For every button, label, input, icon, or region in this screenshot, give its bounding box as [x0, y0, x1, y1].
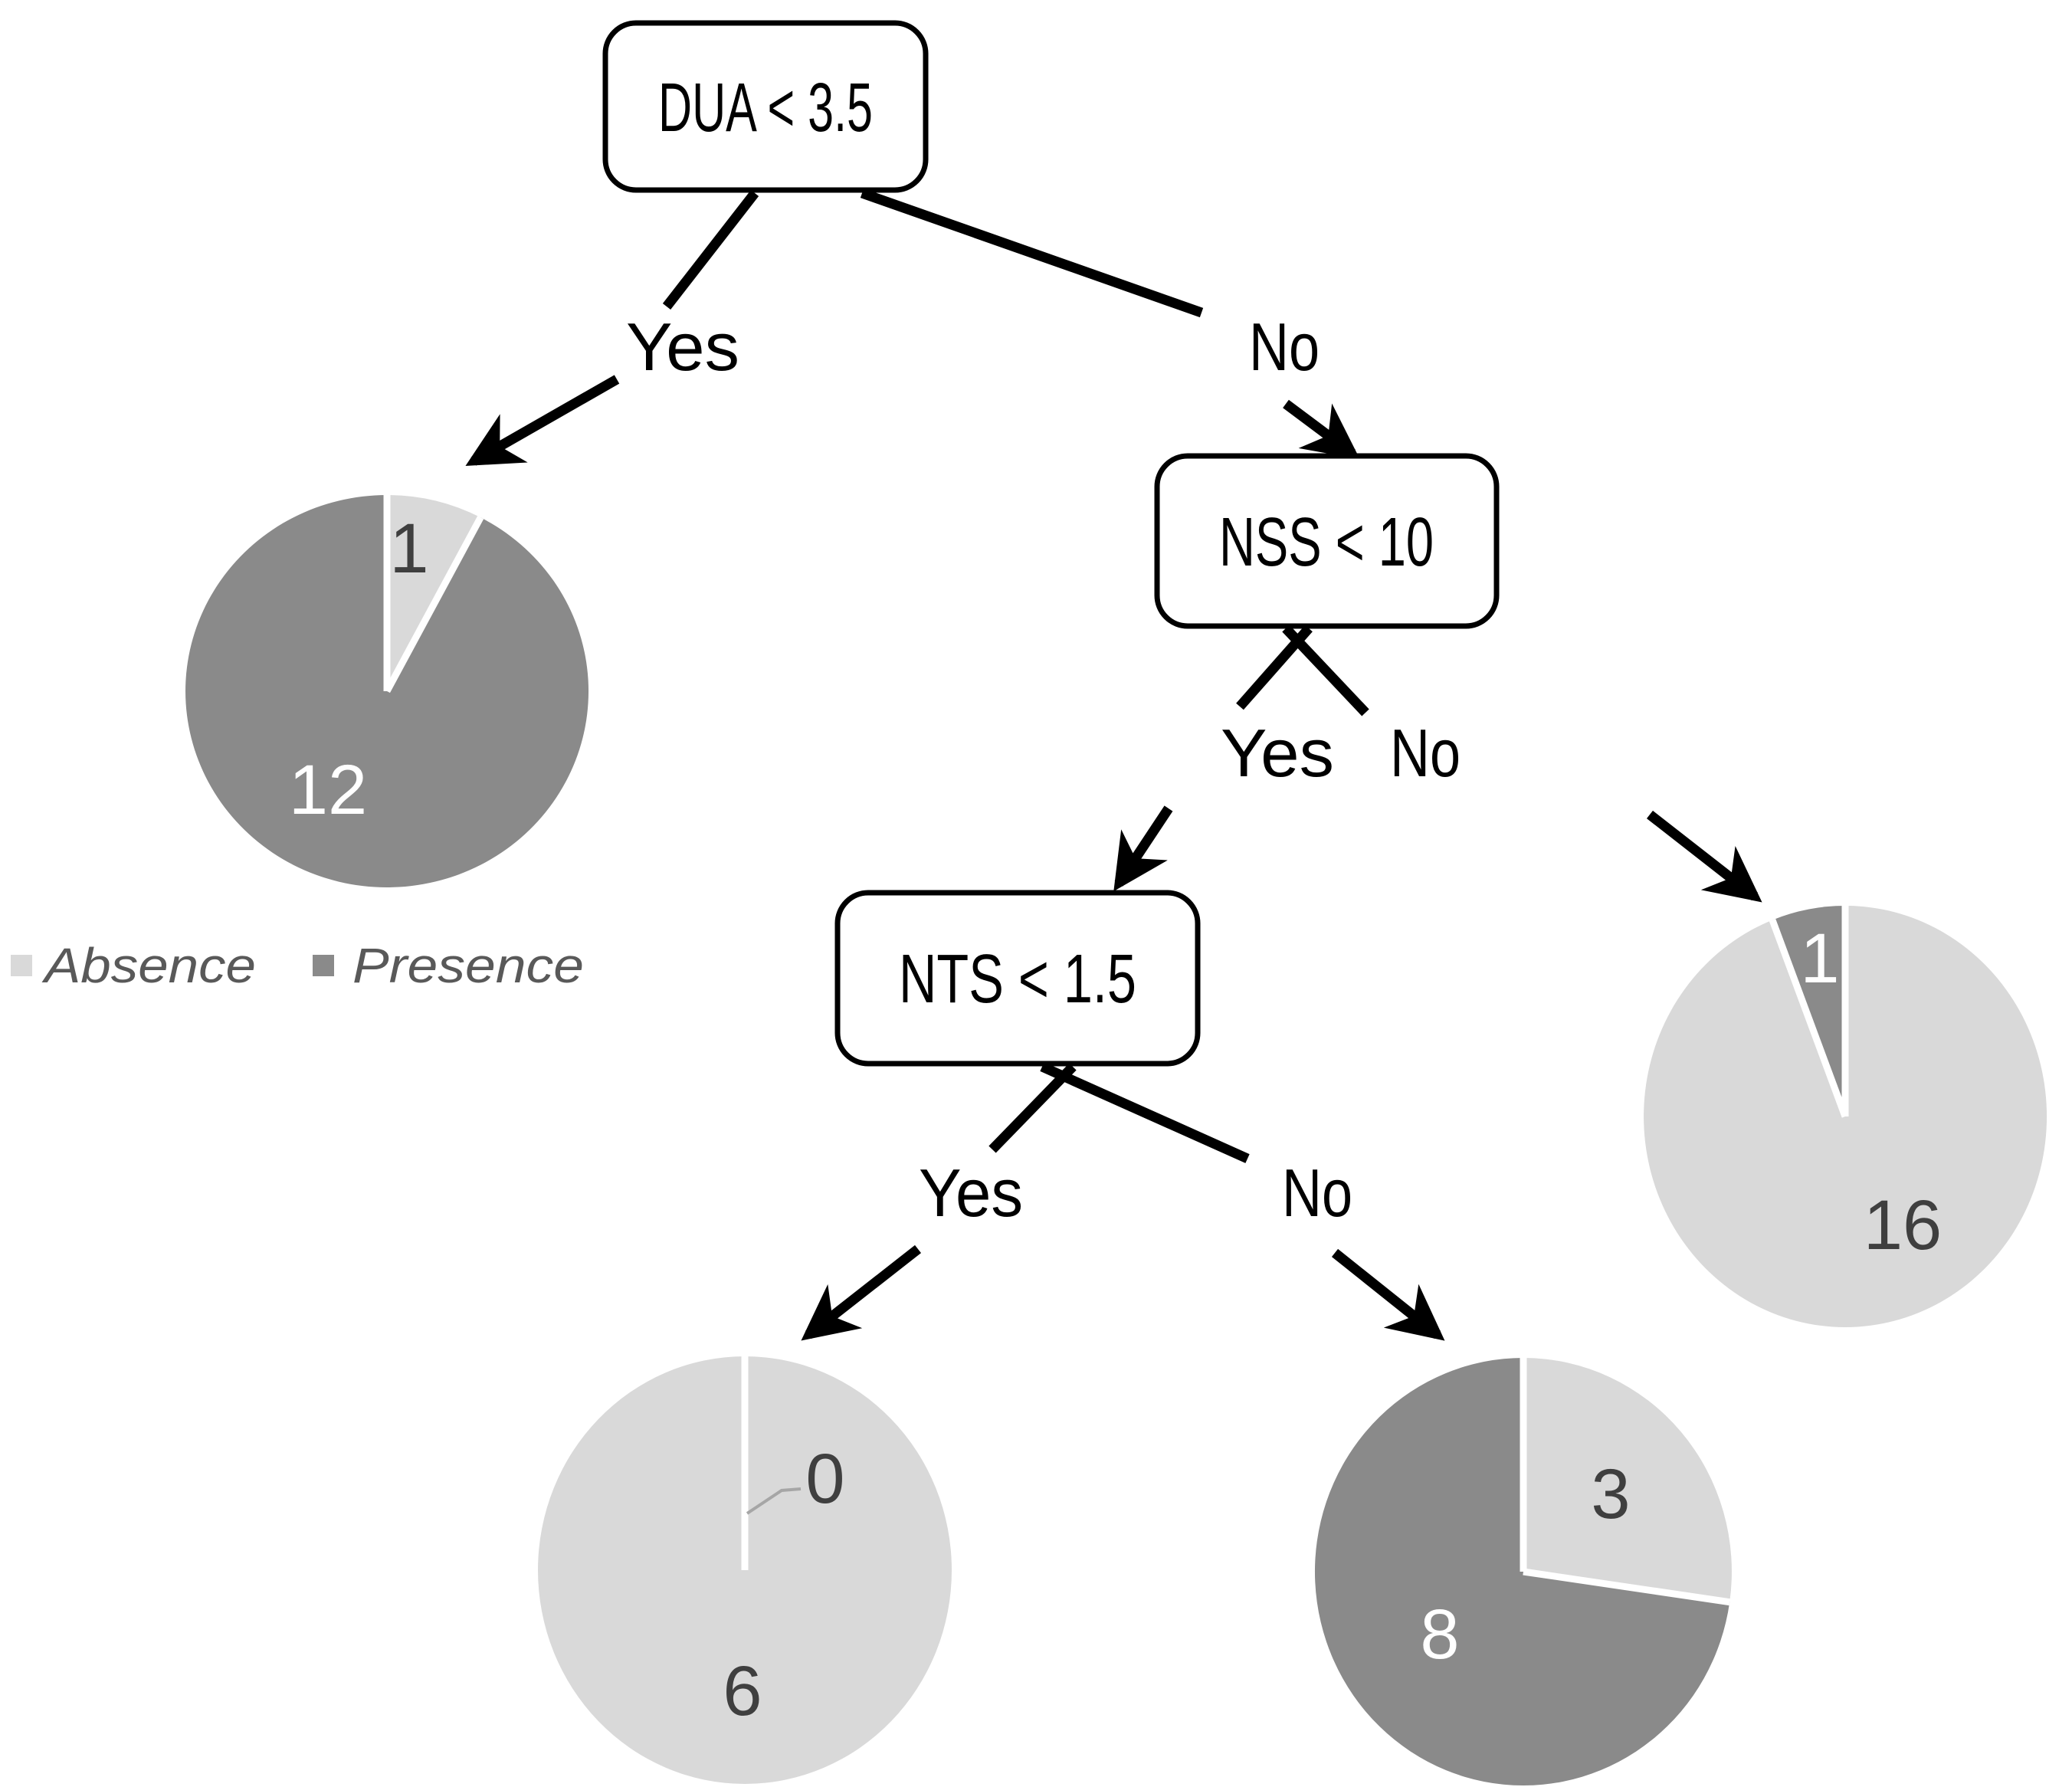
- node-nts: NTS < 1.5: [834, 890, 1201, 1067]
- pie-nts-no: [1314, 1358, 1732, 1785]
- pie-nss-no-presence-value: 1: [1800, 920, 1839, 998]
- pie-nss-no-absence-value: 16: [1864, 1186, 1942, 1264]
- pie-slice-divider: [1769, 919, 1849, 1118]
- legend-presence-label: Presence: [352, 938, 584, 993]
- branch-arrow-nts-yes: [801, 1244, 922, 1341]
- pie-value-labels: 1 12 1 16 0 6 3 8: [289, 510, 1942, 1730]
- pie-nss-no: [1644, 906, 2047, 1327]
- node-dua-box: [602, 20, 929, 193]
- legend: Absence Presence: [11, 938, 584, 993]
- branch-line-dua-yes-upper: [662, 190, 759, 310]
- node-nss-label: NSS < 10: [1219, 504, 1434, 581]
- pie-slice-absence: [1523, 1358, 1732, 1602]
- branch-line-nss-no-upper: [1282, 625, 1369, 716]
- node-dua: DUA < 3.5: [602, 20, 929, 193]
- branch-arrow-nss-no: [1646, 810, 1762, 903]
- node-nss-box: [1154, 453, 1500, 629]
- node-nss: NSS < 10: [1154, 453, 1500, 629]
- zero-slice-leader-line: [746, 1487, 802, 1515]
- branch-label-nss-no: No: [1390, 715, 1461, 791]
- node-dua-label: DUA < 3.5: [658, 70, 873, 146]
- branch-label-nts-no: No: [1282, 1155, 1352, 1231]
- branch-label-dua-yes: Yes: [626, 309, 739, 385]
- branch-arrow-nss-yes: [1113, 805, 1173, 892]
- branch-label-dua-no: No: [1249, 309, 1320, 385]
- branch-label-nss-yes: Yes: [1221, 715, 1334, 791]
- legend-absence-label: Absence: [41, 938, 256, 993]
- pie-slice-divider: [1523, 1568, 1730, 1606]
- branch-arrow-nts-no: [1331, 1248, 1445, 1341]
- branch-labels: Yes No Yes No Yes No: [626, 309, 1461, 1231]
- branch-arrow-dua-no: [1283, 399, 1360, 460]
- pie-nts-no-absence-value: 3: [1591, 1455, 1630, 1533]
- pie-dua-yes-absence-value: 1: [389, 510, 428, 588]
- branch-connectors: [465, 188, 1762, 1341]
- branch-line-dua-no-upper: [860, 188, 1204, 318]
- branch-arrow-dua-yes: [465, 375, 620, 467]
- node-nts-label: NTS < 1.5: [899, 941, 1136, 1018]
- legend-presence-swatch: [313, 955, 334, 976]
- pie-nts-yes-presence-value: 0: [805, 1440, 844, 1518]
- pie-nts-yes: [538, 1356, 952, 1784]
- node-nts-box: [834, 890, 1201, 1067]
- branch-line-nts-yes-upper: [988, 1063, 1077, 1153]
- pie-nts-no-presence-value: 8: [1420, 1595, 1459, 1674]
- pie-dua-yes-presence-value: 12: [289, 751, 367, 829]
- pie-nts-yes-absence-value: 6: [723, 1652, 762, 1730]
- legend-absence-swatch: [11, 955, 32, 976]
- branch-line-nts-no-upper: [1040, 1062, 1250, 1163]
- branch-label-nts-yes: Yes: [919, 1155, 1023, 1231]
- pie-slice-divider: [384, 516, 484, 693]
- pie-dua-yes: [185, 495, 589, 887]
